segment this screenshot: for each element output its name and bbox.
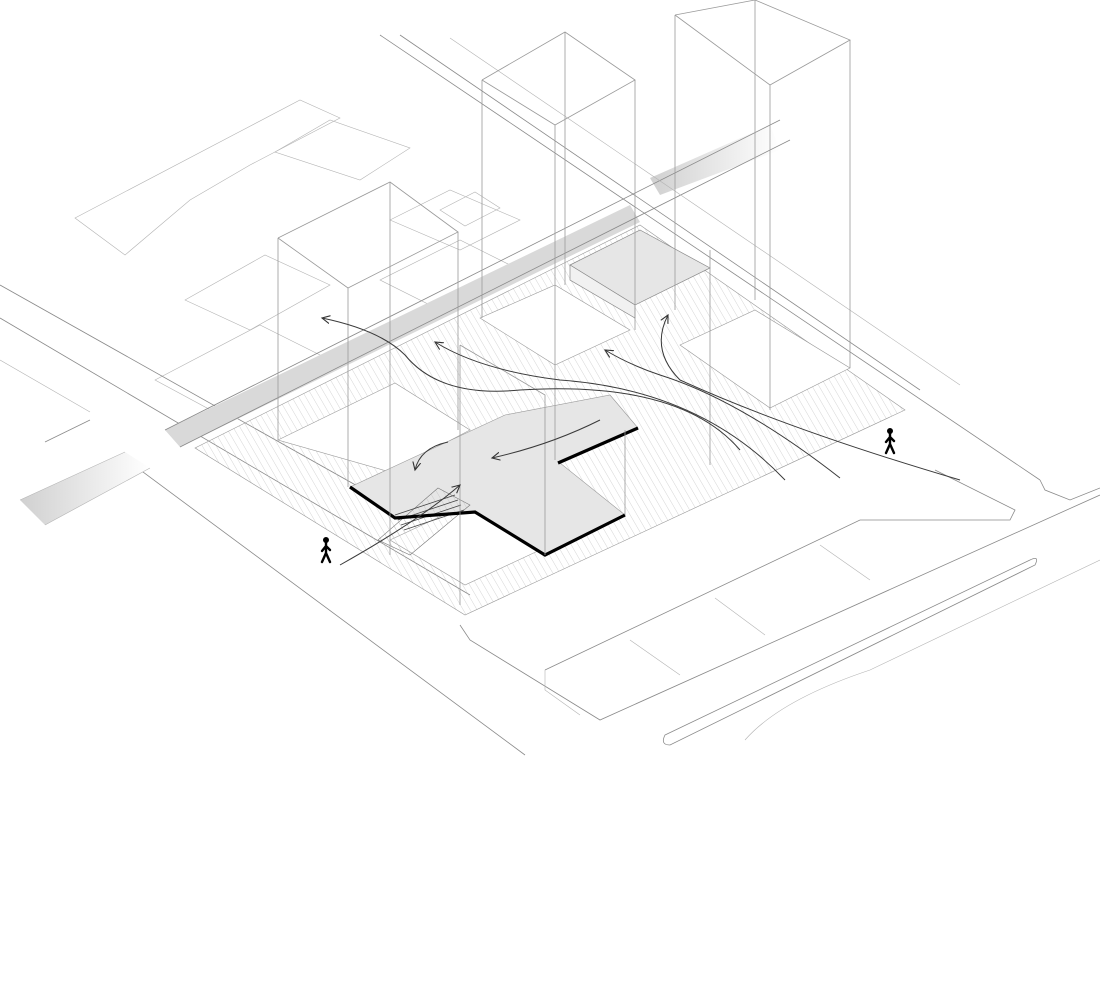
context-block (439, 191, 501, 227)
road-edge (459, 494, 1100, 721)
upper-road-shade (650, 125, 780, 195)
circulation-flows (322, 315, 961, 566)
tower (674, 0, 851, 410)
tower (277, 181, 459, 487)
road-edge (399, 34, 921, 391)
context-block (389, 189, 521, 251)
pedestrian-icon (320, 537, 332, 564)
tower (481, 31, 636, 460)
road-edge (544, 469, 1016, 671)
context-block (184, 254, 331, 331)
pedestrian-icon (884, 428, 896, 455)
road-edge (449, 37, 961, 386)
context-block (74, 99, 341, 256)
road-edge (19, 451, 126, 501)
road-edge (164, 119, 781, 431)
flow-arrow (605, 350, 841, 479)
roads (0, 34, 1100, 756)
parking-divider (629, 639, 681, 676)
road-edge (1039, 479, 1100, 501)
road-edge (544, 670, 581, 716)
upper-road-shade (165, 205, 640, 447)
road-edge (179, 139, 791, 448)
tower (389, 250, 711, 605)
parking-divider (714, 597, 766, 636)
flow-arrow (492, 419, 601, 458)
road-edge (44, 467, 151, 526)
road-edge (744, 559, 1100, 741)
road-median (662, 557, 1038, 746)
road-edge (119, 454, 526, 756)
road-edge (44, 419, 91, 443)
flow-arrow (415, 441, 449, 470)
parking-divider (819, 544, 871, 581)
flow-arrow (435, 342, 786, 481)
flow-arrow (322, 318, 741, 451)
site-podium (194, 224, 906, 616)
context-block (274, 119, 411, 181)
context-buildings (74, 99, 521, 416)
road-shade (20, 452, 150, 525)
plaza-edge (349, 485, 626, 557)
courtyard (277, 382, 471, 473)
flow-arrow (661, 315, 961, 481)
towers (277, 0, 851, 605)
road-edge (0, 359, 91, 413)
flow-arrow (339, 485, 460, 566)
